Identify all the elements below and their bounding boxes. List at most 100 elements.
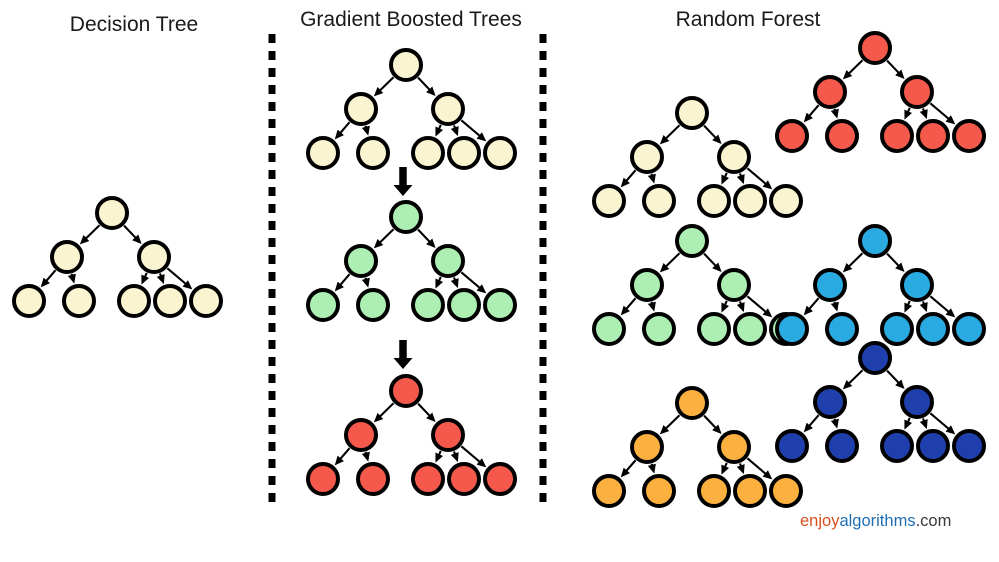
rf-tree-green-node-inner-1 (717, 268, 751, 302)
panel-random-forest (592, 31, 986, 508)
gbt-tree-3-edge-5 (450, 451, 459, 463)
gbt-tree-1-edge-3 (361, 125, 370, 136)
rf-tree-darkblue (775, 341, 986, 463)
gbt-tree-2-node-inner-1 (431, 244, 465, 278)
rf-tree-green-edge-6 (746, 295, 773, 318)
rf-tree-red-edge-6 (929, 102, 956, 125)
rf-tree-darkblue-edge-0 (842, 369, 864, 390)
rf-tree-green-edge-4 (721, 300, 730, 313)
rf-tree-red-node-leaf-3 (916, 119, 950, 153)
gbt-tree-2-edge-4 (435, 276, 444, 289)
rf-tree-orange-node-inner-0 (630, 430, 664, 464)
gbt-tree-3 (306, 374, 517, 496)
rf-tree-darkblue-node-root (858, 341, 892, 375)
gbt-tree-3-node-leaf-0 (306, 462, 340, 496)
panel-title-random-forest: Random Forest (675, 8, 821, 31)
rf-tree-red-edges (803, 59, 956, 125)
rf-tree-red (775, 31, 986, 153)
decision-tree-1-edge-4 (141, 272, 150, 285)
gbt-tree-1-node-leaf-1 (356, 136, 390, 170)
gbt-tree-2-node-leaf-3 (447, 288, 481, 322)
rf-tree-cream-edge-6 (746, 167, 773, 190)
panel-title-decision-tree: Decision Tree (69, 13, 199, 36)
rf-tree-green-node-leaf-2 (697, 312, 731, 346)
gbt-flow-arrow-1-head (393, 185, 413, 196)
gbt-tree-2-node-leaf-4 (483, 288, 517, 322)
gbt-tree-1-edges (334, 76, 487, 142)
gbt-flow-arrow-2 (393, 340, 413, 369)
rf-tree-red-edge-3 (830, 108, 839, 119)
panel-decision-tree (12, 196, 223, 318)
decision-tree-1-node-leaf-0 (12, 284, 46, 318)
rf-tree-green-node-leaf-0 (592, 312, 626, 346)
rf-tree-lightblue-node-leaf-2 (880, 312, 914, 346)
rf-tree-lightblue-edge-0 (842, 252, 864, 273)
rf-tree-cream-edge-2 (620, 169, 637, 188)
panel-title-gradient-boosted-trees: Gradient Boosted Trees (300, 8, 522, 31)
rf-tree-red-node-leaf-4 (952, 119, 986, 153)
gbt-flow-arrow-2-head (393, 358, 413, 369)
rf-tree-green-edges (620, 252, 773, 318)
decision-tree-1-node-leaf-1 (62, 284, 96, 318)
gbt-tree-2-node-leaf-1 (356, 288, 390, 322)
rf-tree-red-node-inner-1 (900, 75, 934, 109)
rf-tree-orange (592, 386, 803, 508)
decision-tree-1-node-root (95, 196, 129, 230)
gbt-tree-1 (306, 48, 517, 170)
gbt-tree-3-edge-6 (460, 445, 487, 468)
gbt-tree-2-edge-3 (361, 277, 370, 288)
rf-tree-orange-node-leaf-2 (697, 474, 731, 508)
rf-tree-lightblue (775, 224, 986, 346)
rf-tree-lightblue-edge-1 (886, 252, 905, 272)
tree-diagrams (12, 31, 986, 508)
flow-arrows (393, 167, 413, 369)
rf-tree-lightblue-node-leaf-1 (825, 312, 859, 346)
gbt-tree-3-edge-2 (334, 447, 351, 466)
decision-tree-1 (12, 196, 223, 318)
decision-tree-1-edges (40, 224, 193, 290)
rf-tree-green-edge-0 (659, 252, 681, 273)
gbt-tree-3-edges (334, 402, 487, 468)
rf-tree-green-node-inner-0 (630, 268, 664, 302)
rf-tree-red-node-inner-0 (813, 75, 847, 109)
rf-tree-darkblue-edge-6 (929, 412, 956, 435)
rf-tree-orange-edge-3 (647, 463, 656, 474)
rf-tree-orange-node-leaf-4 (769, 474, 803, 508)
rf-tree-cream-edge-0 (659, 124, 681, 145)
rf-tree-orange-edge-6 (746, 457, 773, 480)
rf-tree-lightblue-edge-5 (919, 301, 928, 313)
gbt-tree-2-edge-1 (417, 228, 436, 248)
rf-tree-lightblue-node-leaf-4 (952, 312, 986, 346)
rf-tree-cream-node-inner-0 (630, 140, 664, 174)
decision-tree-1-edge-3 (67, 273, 76, 284)
rf-tree-darkblue-node-leaf-3 (916, 429, 950, 463)
gbt-tree-3-node-inner-0 (344, 418, 378, 452)
gbt-tree-3-node-leaf-2 (411, 462, 445, 496)
gbt-tree-1-edge-4 (435, 124, 444, 137)
rf-tree-orange-node-root (675, 386, 709, 420)
gbt-tree-1-edge-1 (417, 76, 436, 96)
gbt-tree-3-node-leaf-1 (356, 462, 390, 496)
rf-tree-cream-node-leaf-0 (592, 184, 626, 218)
gbt-tree-2-edge-5 (450, 277, 459, 289)
decision-tree-1-node-inner-1 (137, 240, 171, 274)
rf-tree-red-node-root (858, 31, 892, 65)
gbt-tree-1-edge-6 (460, 119, 487, 142)
rf-tree-orange-edge-4 (721, 462, 730, 475)
watermark-part-com: .com (915, 512, 952, 530)
rf-tree-green-edge-3 (647, 301, 656, 312)
rf-tree-darkblue-edges (803, 369, 956, 435)
gbt-tree-2-edges (334, 228, 487, 294)
rf-tree-red-edge-2 (803, 104, 820, 123)
rf-tree-red-edge-5 (919, 108, 928, 120)
gbt-tree-2-node-inner-0 (344, 244, 378, 278)
rf-tree-darkblue-edge-1 (886, 369, 905, 389)
rf-tree-orange-edge-1 (703, 414, 722, 434)
decision-tree-1-edge-2 (40, 269, 57, 288)
gbt-tree-1-node-leaf-4 (483, 136, 517, 170)
rf-tree-green-edge-5 (736, 301, 745, 313)
rf-tree-darkblue-node-leaf-0 (775, 429, 809, 463)
rf-tree-green-edge-1 (703, 252, 722, 272)
rf-tree-lightblue-edge-6 (929, 295, 956, 318)
